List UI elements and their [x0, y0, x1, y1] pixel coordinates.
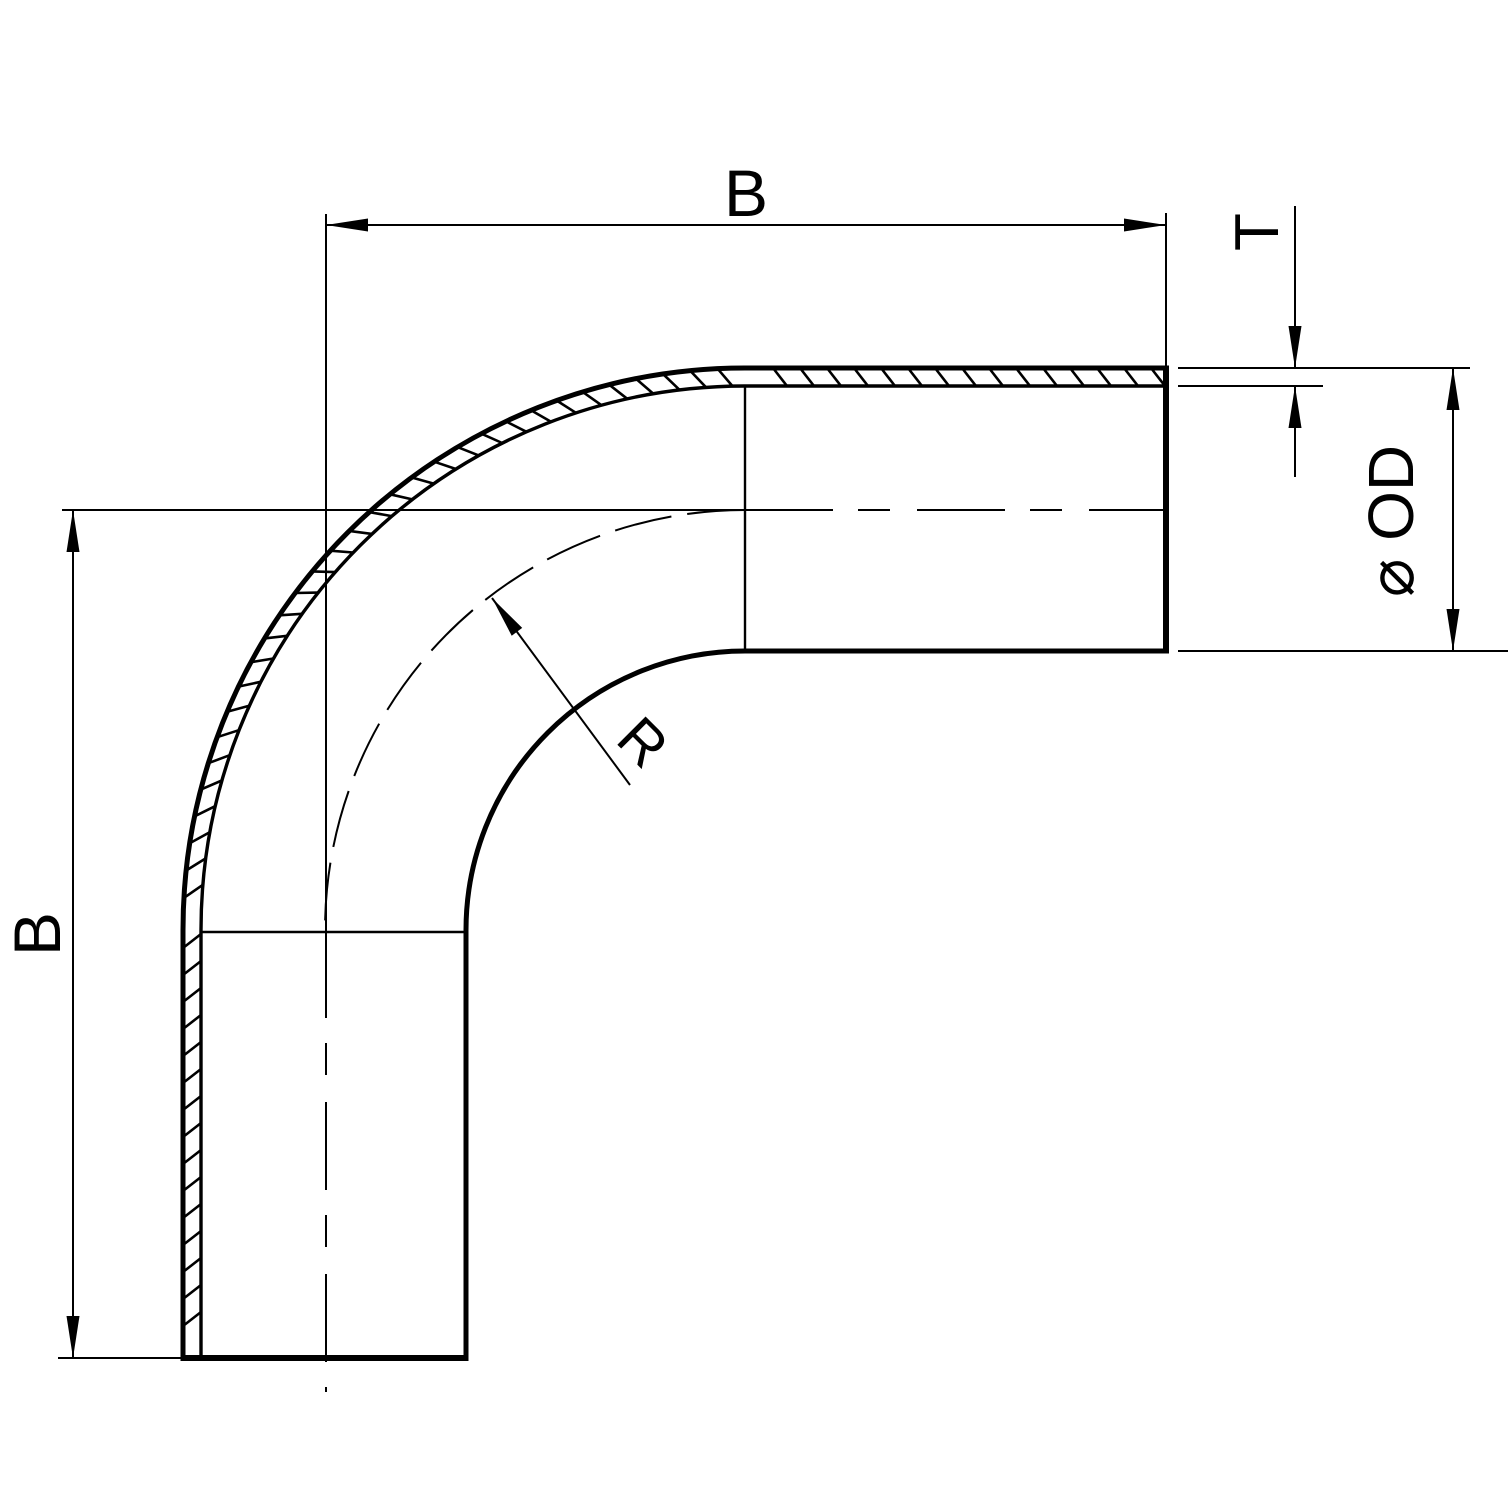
hatch-stroke — [182, 1121, 202, 1139]
hatch-stroke — [182, 986, 202, 1004]
hatch-stroke — [189, 831, 211, 845]
hatch-stroke — [182, 959, 202, 977]
hatch-stroke — [716, 367, 734, 387]
hatch-stroke — [312, 570, 336, 574]
arrowhead-radius — [492, 598, 523, 636]
bend-inner-wall-arc — [199, 384, 746, 931]
hatch-stroke — [433, 460, 457, 471]
bend-outer-wall-arc — [180, 365, 746, 931]
centerline-bend-arc — [324, 509, 746, 931]
arrowhead-b-left-top — [66, 510, 80, 552]
hatch-stroke — [457, 445, 480, 457]
hatch-stroke — [608, 383, 628, 400]
hatch-stroke — [1068, 367, 1086, 387]
label-bend-radius-r: R — [605, 705, 681, 781]
label-b-left: B — [0, 912, 74, 956]
arrowhead-od-bottom — [1446, 609, 1460, 651]
hatch-stroke — [182, 1094, 202, 1112]
hatch-stroke — [1095, 367, 1113, 387]
hatch-stroke — [194, 805, 216, 818]
hatch-stroke — [182, 932, 202, 950]
arrowhead-od-top — [1446, 368, 1460, 410]
hatch-stroke — [906, 367, 924, 387]
centerline-group — [324, 509, 1166, 1392]
hatch-stroke — [182, 1148, 202, 1166]
hatch-stroke — [216, 728, 240, 739]
hatch-stroke — [238, 680, 261, 688]
hatch-stroke — [411, 476, 435, 485]
hatch-stroke — [960, 367, 978, 387]
hatch-stroke — [226, 704, 250, 713]
hatch-stroke — [581, 390, 603, 407]
hatch-stroke — [987, 367, 1005, 387]
hatch-stroke — [264, 634, 288, 640]
label-b-top: B — [724, 156, 768, 230]
hatch-stroke — [689, 369, 707, 389]
hatch-stroke — [933, 367, 951, 387]
hatch-stroke — [279, 612, 303, 617]
hatch-stroke — [250, 657, 274, 664]
hatch-stroke — [182, 1310, 202, 1328]
hatch-stroke — [1041, 367, 1059, 387]
hatch-stroke — [183, 883, 204, 899]
hatch-stroke — [1122, 367, 1140, 387]
arrowhead-b-top-left — [326, 218, 368, 232]
hatch-stroke — [185, 857, 207, 872]
hatch-stroke — [879, 367, 897, 387]
hatch-stroke — [368, 510, 392, 518]
arrowhead-t-up — [1288, 386, 1302, 428]
hatch-stroke — [635, 377, 655, 395]
hatch-stroke — [182, 1283, 202, 1301]
hatch-stroke — [349, 529, 373, 536]
hatch-stroke — [182, 1013, 202, 1031]
wall-hatch-group — [182, 367, 1167, 1328]
label-wall-thickness-t: T — [1223, 213, 1292, 251]
hatch-stroke — [798, 367, 816, 387]
bend-bore-arc — [463, 648, 746, 931]
hatch-stroke — [852, 367, 870, 387]
hatch-stroke — [182, 1040, 202, 1058]
arrowhead-b-left-bottom — [66, 1316, 80, 1358]
hatch-stroke — [555, 399, 577, 414]
hatch-stroke — [530, 409, 552, 423]
hatch-stroke — [182, 1202, 202, 1220]
hatch-stroke — [182, 1229, 202, 1247]
hatch-stroke — [182, 1067, 202, 1085]
hatch-stroke — [1149, 367, 1167, 387]
dimension-group — [58, 206, 1508, 1359]
hatch-stroke — [505, 420, 527, 433]
hatch-stroke — [182, 1256, 202, 1274]
hatch-stroke — [389, 493, 413, 501]
hatch-stroke — [330, 549, 354, 554]
arrowhead-group — [66, 218, 1460, 1358]
hatch-stroke — [662, 373, 681, 391]
label-outer-diameter-od: ⌀ OD — [1355, 445, 1427, 597]
hatch-stroke — [771, 367, 789, 387]
arrowhead-t-down — [1288, 326, 1302, 368]
hatch-stroke — [480, 432, 503, 445]
outline-group — [180, 365, 1169, 1361]
arrowhead-b-top-right — [1124, 218, 1166, 232]
hatch-stroke — [200, 779, 223, 791]
hatch-stroke — [1014, 367, 1032, 387]
hatch-stroke — [182, 1175, 202, 1193]
hatch-stroke — [825, 367, 843, 387]
hatch-stroke — [207, 753, 231, 765]
